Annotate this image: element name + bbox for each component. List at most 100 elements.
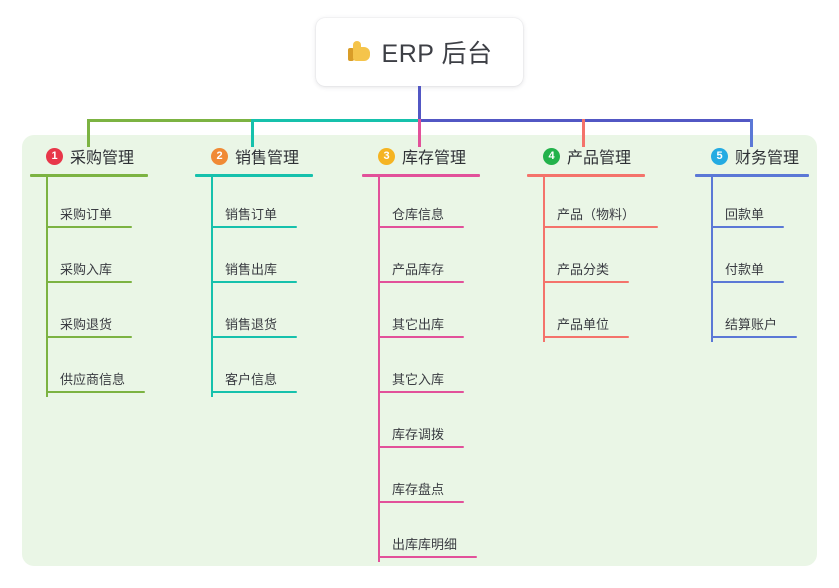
leaf-rule: [46, 226, 132, 228]
leaf-rule: [46, 336, 132, 338]
leaf-rule: [543, 336, 629, 338]
root-stem: [418, 86, 421, 121]
list-item[interactable]: 其它出库: [362, 287, 522, 342]
root-title: ERP 后台: [381, 40, 493, 68]
leaf-label: 产品分类: [557, 262, 610, 277]
branch-badge-1: 1: [46, 147, 63, 165]
leaf-label: 销售出库: [225, 262, 278, 277]
leaf-rule: [46, 281, 132, 283]
leaf-label: 出库库明细: [392, 537, 458, 552]
leaf-label: 仓库信息: [392, 207, 445, 222]
list-item[interactable]: 结算账户: [695, 287, 839, 342]
leaf-label: 销售退货: [225, 317, 278, 332]
leaf-rule: [211, 281, 297, 283]
drop-line-3: [418, 119, 421, 147]
leaf-rule: [378, 556, 477, 558]
branch-rule-4: [527, 174, 645, 177]
leaf-rule: [46, 391, 145, 393]
branch-rule-3: [362, 174, 480, 177]
branch-badge-2: 2: [211, 147, 228, 165]
leaf-label: 采购订单: [60, 207, 113, 222]
branch-column-1: 1 采购管理 采购订单 采购入库 采购退货 供应商信息: [30, 144, 190, 397]
list-item[interactable]: 库存盘点: [362, 452, 522, 507]
thumbs-up-icon: [347, 39, 373, 65]
list-item[interactable]: 销售出库: [195, 232, 355, 287]
list-item[interactable]: 库存调拨: [362, 397, 522, 452]
branch-header-2[interactable]: 2 销售管理: [195, 144, 355, 168]
list-item[interactable]: 销售退货: [195, 287, 355, 342]
list-item[interactable]: 回款单: [695, 177, 839, 232]
drop-line-5: [750, 119, 753, 147]
branch-spine-4: [543, 177, 545, 342]
branch-header-3[interactable]: 3 库存管理: [362, 144, 522, 168]
branch-items-3: 仓库信息 产品库存 其它出库 其它入库 库存调拨 库存盘点: [362, 177, 522, 562]
list-item[interactable]: 其它入库: [362, 342, 522, 397]
leaf-label: 付款单: [725, 262, 765, 277]
list-item[interactable]: 采购退货: [30, 287, 190, 342]
leaf-label: 采购入库: [60, 262, 113, 277]
leaf-rule: [543, 281, 629, 283]
branch-spine-5: [711, 177, 713, 342]
leaf-label: 产品（物料）: [557, 207, 636, 222]
leaf-rule: [211, 336, 297, 338]
list-item[interactable]: 供应商信息: [30, 342, 190, 397]
leaf-rule: [211, 391, 297, 393]
drop-line-1: [87, 119, 90, 147]
branch-rule-1: [30, 174, 148, 177]
branch-items-4: 产品（物料） 产品分类 产品单位: [527, 177, 697, 342]
branch-rule-2: [195, 174, 313, 177]
list-item[interactable]: 付款单: [695, 232, 839, 287]
leaf-label: 其它入库: [392, 372, 445, 387]
leaf-label: 供应商信息: [60, 372, 126, 387]
branch-column-2: 2 销售管理 销售订单 销售出库 销售退货 客户信息: [195, 144, 355, 397]
leaf-label: 采购退货: [60, 317, 113, 332]
branch-title-2: 销售管理: [235, 150, 300, 167]
branch-items-2: 销售订单 销售出库 销售退货 客户信息: [195, 177, 355, 397]
branches-panel: [22, 135, 817, 566]
list-item[interactable]: 产品库存: [362, 232, 522, 287]
list-item[interactable]: 采购订单: [30, 177, 190, 232]
leaf-label: 结算账户: [725, 317, 778, 332]
list-item[interactable]: 采购入库: [30, 232, 190, 287]
leaf-rule: [378, 281, 464, 283]
leaf-rule: [711, 226, 784, 228]
branch-spine-3: [378, 177, 380, 562]
branch-column-3: 3 库存管理 仓库信息 产品库存 其它出库 其它入库 库存调拨: [362, 144, 522, 562]
list-item[interactable]: 客户信息: [195, 342, 355, 397]
branch-rule-5: [695, 174, 809, 177]
branch-spine-1: [46, 177, 48, 397]
branch-header-1[interactable]: 1 采购管理: [30, 144, 190, 168]
drop-line-2: [251, 119, 254, 147]
leaf-rule: [711, 336, 797, 338]
branch-column-5: 5 财务管理 回款单 付款单 结算账户: [695, 144, 839, 342]
branch-title-1: 采购管理: [70, 150, 135, 167]
list-item[interactable]: 产品单位: [527, 287, 697, 342]
leaf-label: 库存调拨: [392, 427, 445, 442]
list-item[interactable]: 仓库信息: [362, 177, 522, 232]
branch-header-4[interactable]: 4 产品管理: [527, 144, 697, 168]
leaf-rule: [378, 446, 464, 448]
leaf-label: 产品单位: [557, 317, 610, 332]
branch-title-3: 库存管理: [402, 150, 467, 167]
bus-segment-mid: [251, 119, 421, 122]
list-item[interactable]: 出库库明细: [362, 507, 522, 562]
leaf-rule: [543, 226, 658, 228]
bus-segment-right: [419, 119, 753, 122]
leaf-label: 销售订单: [225, 207, 278, 222]
leaf-rule: [378, 501, 464, 503]
leaf-rule: [211, 226, 297, 228]
branch-title-4: 产品管理: [567, 150, 632, 167]
branch-header-5[interactable]: 5 财务管理: [695, 144, 839, 168]
list-item[interactable]: 产品（物料）: [527, 177, 697, 232]
leaf-label: 库存盘点: [392, 482, 445, 497]
root-node[interactable]: ERP 后台: [316, 18, 523, 86]
list-item[interactable]: 产品分类: [527, 232, 697, 287]
leaf-rule: [378, 336, 464, 338]
branch-badge-4: 4: [543, 147, 560, 165]
bus-segment-left: [87, 119, 253, 122]
branch-items-5: 回款单 付款单 结算账户: [695, 177, 839, 342]
list-item[interactable]: 销售订单: [195, 177, 355, 232]
drop-line-4: [582, 119, 585, 147]
leaf-label: 客户信息: [225, 372, 278, 387]
